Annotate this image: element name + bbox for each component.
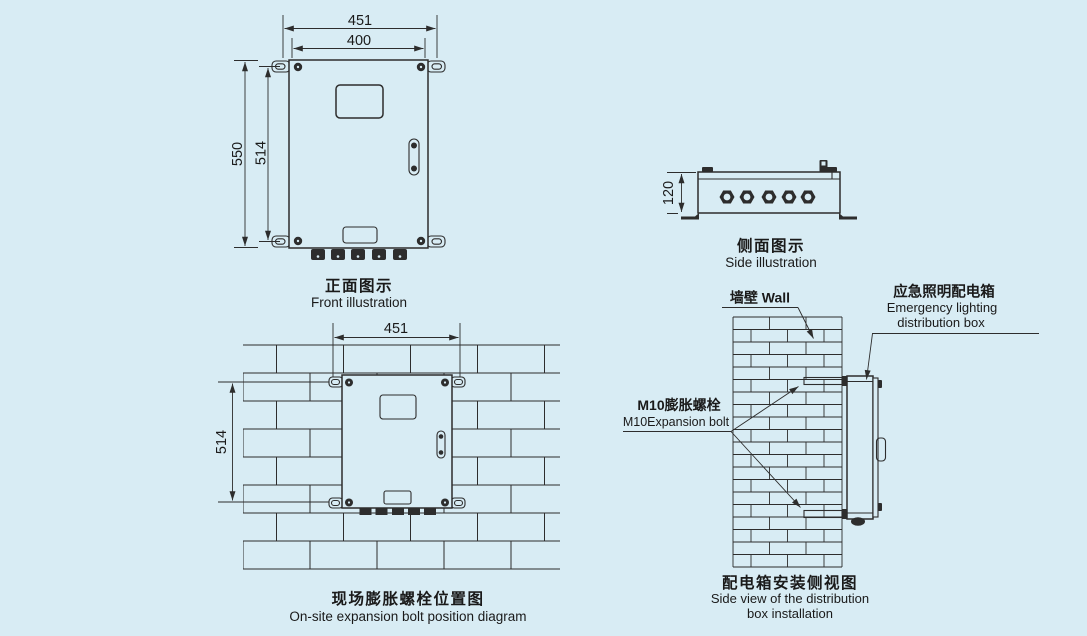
bolt-position-diagram: 451 514 [214,321,560,624]
hinge-bottom-icon [878,503,882,511]
mounting-ears [328,376,466,509]
side-view: 120 侧面图示 Side illustration [661,160,857,270]
cable-gland-icons [359,508,436,515]
dim-label-120: 120 [661,181,677,205]
dimension-550-front: 550 [230,60,258,248]
bottom-window [342,226,378,244]
foot-bracket-left [681,213,699,220]
side-caption-zh: 侧面图示 [737,236,805,255]
dim-label-451b: 451 [384,321,408,337]
corner-screw-icons [345,378,449,507]
dim-label-514b: 514 [214,430,230,454]
bottom-gland-icon [851,517,865,526]
hex-gland-icons [719,190,816,204]
door-handle-icon [408,138,420,176]
dimension-120-side: 120 [661,172,696,214]
box-label-group: 应急照明配电箱 Emergency lighting distribution … [864,283,1039,380]
door-panel [872,377,879,518]
mounting-ears [271,60,446,248]
install-caption-zh: 配电箱安装侧视图 [722,573,858,592]
door-handle-icon [436,430,446,459]
brick-wall [733,316,842,568]
wall-label: 墙壁 Wall [730,290,790,306]
dimension-451-front: 451 [282,13,438,58]
bolt-label-zh: M10膨胀螺栓 [637,397,720,413]
install-caption-en2: box installation [747,606,833,621]
dimension-451-bolt: 451 [332,321,461,378]
dim-label-514: 514 [254,141,270,165]
expansion-bolt-bottom [803,509,848,519]
box-body [341,374,453,509]
dimension-514-front: 514 [254,66,280,242]
install-caption-en1: Side view of the distribution [711,591,869,606]
bolt-caption-en: On-site expansion bolt position diagram [289,609,526,624]
bottom-window [383,490,412,505]
bolt-label-group: M10膨胀螺栓 M10Expansion bolt [623,386,801,508]
top-bump-left [702,167,713,172]
box-body [288,59,429,249]
dim-label-451: 451 [348,13,372,29]
expansion-bolt-top [803,376,848,386]
corner-screw-icons [293,62,426,246]
lock-tab-icon [819,160,828,172]
dimension-400-front: 400 [291,33,426,58]
dim-label-550: 550 [230,142,246,166]
installation-view: 墙壁 Wall 应急照明配电箱 Emergency lighting distr… [623,283,1039,621]
hinge-top-icon [878,380,882,388]
dim-label-400: 400 [347,33,371,49]
door-window [335,84,384,119]
top-bump-right [826,167,837,172]
cable-gland-icons [311,249,407,260]
side-caption-en: Side illustration [725,255,817,270]
front-caption-zh: 正面图示 [325,277,393,295]
box-label-zh: 应急照明配电箱 [893,283,995,301]
foot-bracket-right [839,213,857,220]
dimension-514-bolt: 514 [214,381,331,503]
bolt-caption-zh: 现场膨胀螺栓位置图 [331,589,484,608]
box-body-side [846,375,874,520]
box-label-en2: distribution box [897,315,985,330]
front-caption-en: Front illustration [311,295,407,310]
front-view: 451 400 550 514 正面图示 Front illustration [230,13,446,310]
door-window [379,394,417,420]
box-label-en1: Emergency lighting [887,300,998,315]
bolt-label-en: M10Expansion bolt [623,415,730,429]
wall-label-group: 墙壁 Wall [722,290,814,339]
handle-icon [875,437,887,462]
